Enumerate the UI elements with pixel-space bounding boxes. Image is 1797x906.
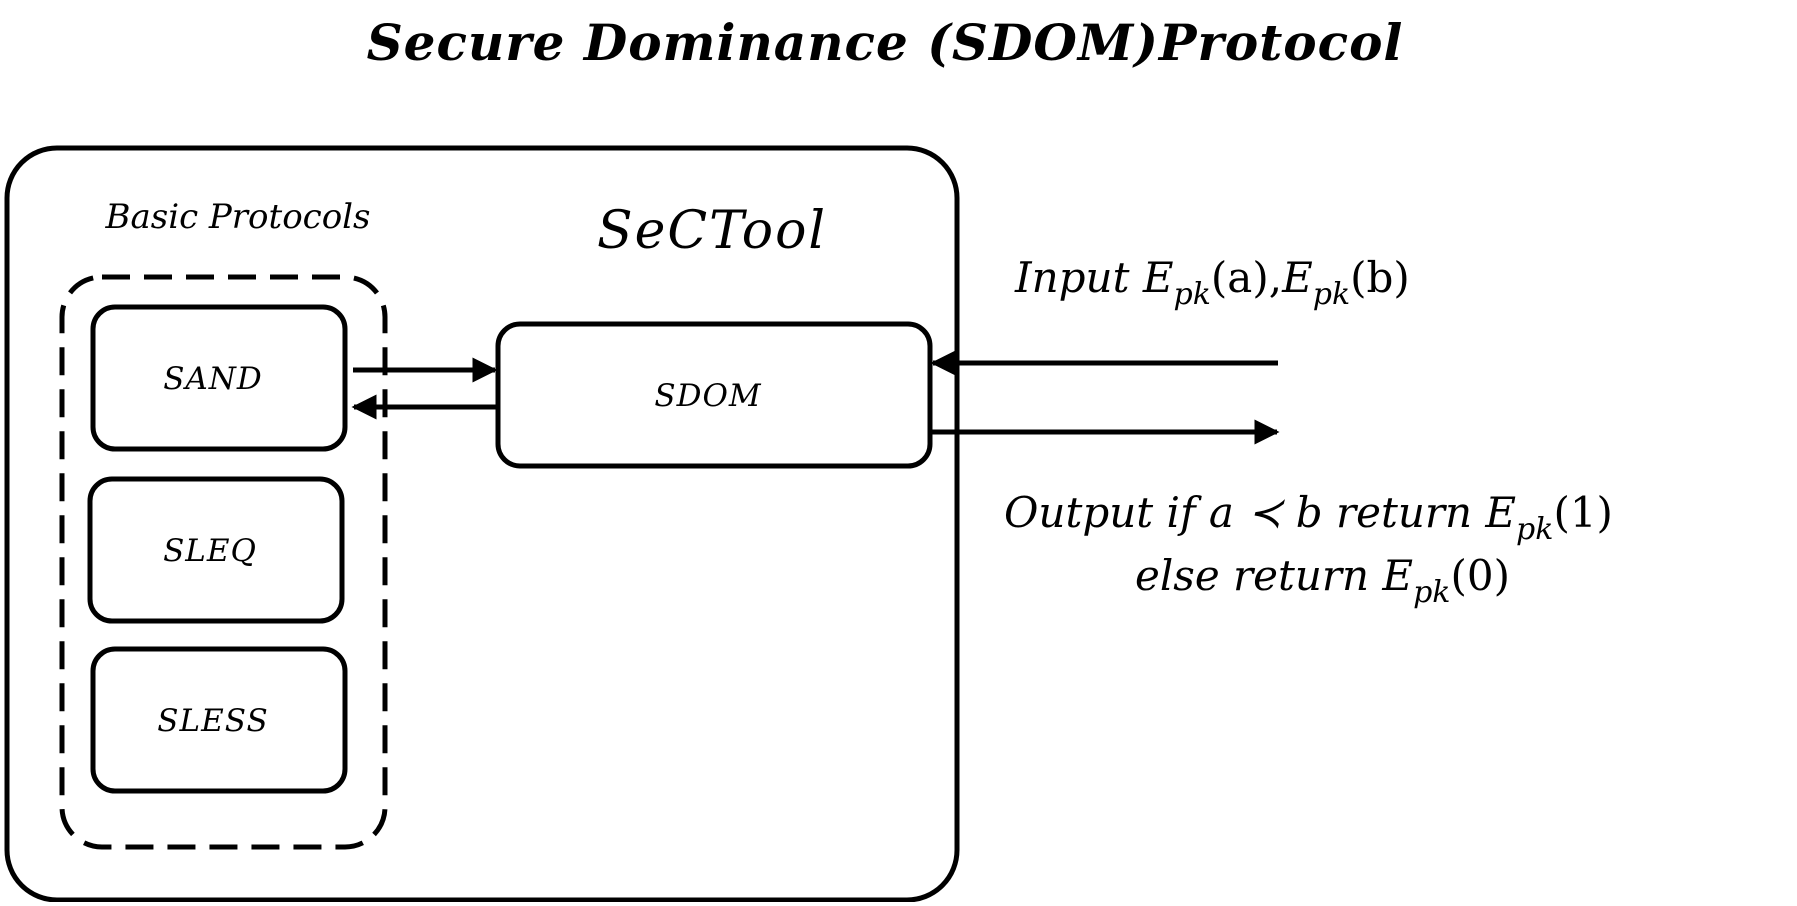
input-prefix: Input (1014, 253, 1130, 302)
input-arg-a: (a), (1211, 253, 1282, 302)
output-arg-0: (0) (1450, 551, 1510, 600)
output-arg-1: (1) (1553, 488, 1613, 537)
input-sub-b: pk (1313, 277, 1350, 312)
diagram-title: Secure Dominance (SDOM)Protocol (367, 13, 1404, 72)
sleq-box: SLEQ (87, 476, 345, 624)
output-sub-0: pk (1413, 575, 1450, 610)
input-e-a: E (1142, 253, 1174, 302)
output-line2-text: else return (1135, 551, 1369, 600)
output-line1-text: Output if a ≺ b return (1004, 488, 1472, 537)
sless-box: SLESS (90, 646, 348, 794)
input-arg-b: (b) (1350, 253, 1410, 302)
sdom-box: SDOM (495, 321, 933, 469)
sectool-container (4, 145, 960, 903)
output-e-0: E (1381, 551, 1413, 600)
sless-label: SLESS (157, 703, 268, 739)
sleq-label: SLEQ (163, 533, 257, 569)
sand-box: SAND (90, 304, 348, 452)
basic-protocols-label: Basic Protocols (105, 197, 371, 237)
sand-label: SAND (163, 361, 263, 397)
input-label: Input Epk(a),Epk(b) (1014, 253, 1410, 312)
sdom-label: SDOM (654, 378, 762, 414)
basic-protocols-group (59, 274, 388, 850)
output-e-1: E (1484, 488, 1516, 537)
input-sub-a: pk (1174, 277, 1211, 312)
sectool-label: SeCTool (597, 201, 827, 261)
output-label-line2: else return Epk(0) (1135, 551, 1510, 610)
input-e-b: E (1281, 253, 1313, 302)
output-sub-1: pk (1516, 512, 1553, 547)
output-label-line1: Output if a ≺ b return Epk(1) (1004, 488, 1613, 547)
